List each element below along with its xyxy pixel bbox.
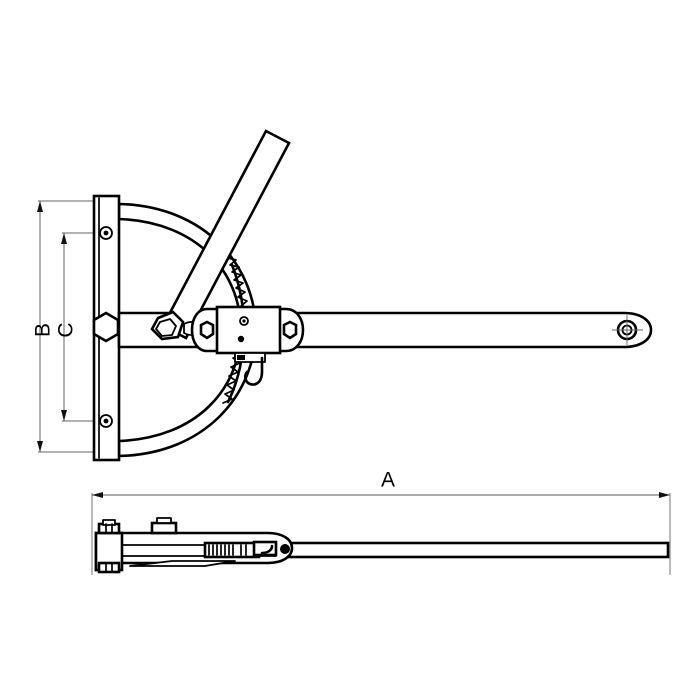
pivot-housing-body [215,305,282,355]
dimension-c-label: C [55,322,78,337]
side-view [94,517,670,574]
housing-right-hex-rivet [282,320,298,340]
hex-nut [92,311,120,343]
dimension-c: C [55,232,104,422]
flat-extension-bar [283,541,670,559]
dimension-b-label: B [32,323,55,337]
dimension-c-arrow-bottom [61,410,67,421]
diagonal-handle-bar [161,129,291,340]
dimension-b-arrow-bottom [37,441,43,452]
dimension-c-arrow-top [61,233,67,244]
housing-left-hex-rivet [199,320,215,340]
pivot-slot-detail [260,544,274,555]
hook-bracket [234,352,266,363]
dimension-a: A [91,469,671,575]
dimension-a-label: A [381,469,395,492]
housing-rivet-upper-center [242,319,246,323]
upper-bolt-hole-center [103,230,109,236]
dimension-b-arrow-top [37,201,43,212]
housing-rivet-lower [237,335,245,343]
top-view [92,129,653,462]
j-hook [244,356,264,386]
left-bottom-bolt-head [97,561,121,574]
handle-pivot-hex [155,318,177,337]
dimension-a-arrow-right [659,492,670,498]
mid-top-bolt-head [150,521,178,535]
side-pivot-pin [280,544,290,554]
dimension-a-arrow-left [92,492,103,498]
lower-bolt-hole-center [103,418,109,424]
mid-top-bolt-cap [156,517,172,524]
knurl-lines [208,544,247,556]
lower-lever-tail [129,560,236,567]
left-top-bolt-cap [102,519,116,526]
pivot-slot [252,540,278,557]
hook-bracket-pin [237,355,245,360]
dimension-b: B [32,200,100,453]
ratchet-teeth-upper [227,257,250,311]
